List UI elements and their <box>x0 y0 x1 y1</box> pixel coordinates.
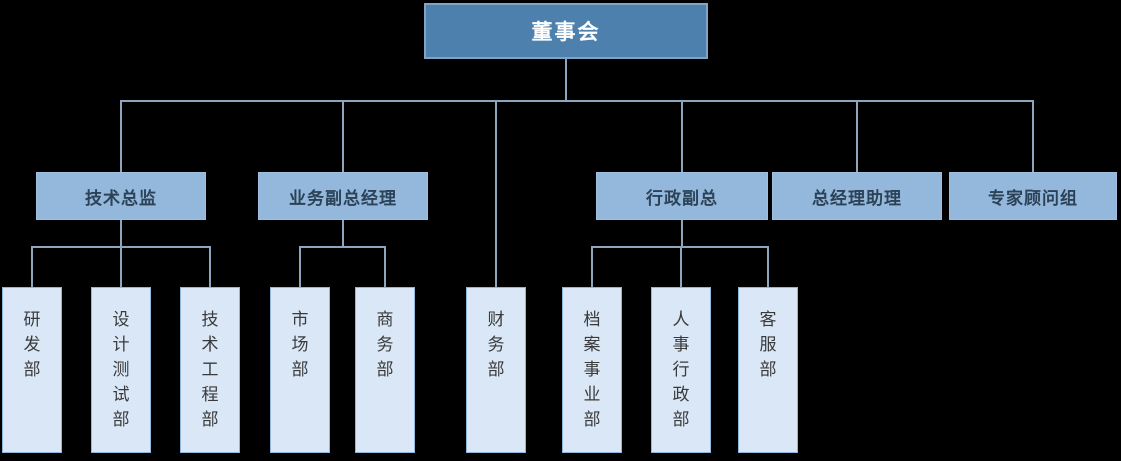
connector-g3-stem <box>681 220 683 248</box>
connector-g2-drop2 <box>384 246 386 287</box>
connector-g1-drop1 <box>31 246 33 287</box>
org-node-customer-service-dept[interactable]: 客服部 <box>738 287 798 453</box>
org-node-tech-engineering-dept-label: 技术工程部 <box>201 310 219 430</box>
org-node-design-test-dept-label: 设计测试部 <box>112 310 130 430</box>
org-node-commerce-dept-label: 商务部 <box>376 310 394 380</box>
org-node-business-deputy-gm-label: 业务副总经理 <box>289 188 397 209</box>
org-node-archives-dept-label: 档案事业部 <box>583 310 601 430</box>
org-node-market-dept-label: 市场部 <box>291 310 309 380</box>
org-node-customer-service-dept-label: 客服部 <box>759 310 777 380</box>
org-node-board-label: 董事会 <box>531 20 601 44</box>
org-node-business-deputy-gm[interactable]: 业务副总经理 <box>258 172 428 220</box>
org-node-rnd-dept[interactable]: 研发部 <box>2 287 62 453</box>
connector-g2-rail <box>299 246 386 248</box>
connector-g3-drop1 <box>591 246 593 287</box>
org-node-design-test-dept[interactable]: 设计测试部 <box>91 287 151 453</box>
connector-g2-drop1 <box>299 246 301 287</box>
connector-drop-tech <box>120 100 122 172</box>
connector-g1-stem <box>120 220 122 248</box>
org-node-archives-dept[interactable]: 档案事业部 <box>562 287 622 453</box>
connector-g1-drop3 <box>209 246 211 287</box>
org-node-gm-assistant-label: 总经理助理 <box>812 188 902 209</box>
org-node-market-dept[interactable]: 市场部 <box>270 287 330 453</box>
org-node-hr-admin-dept[interactable]: 人事行政部 <box>651 287 711 453</box>
connector-drop-finance <box>495 100 497 287</box>
org-node-rnd-dept-label: 研发部 <box>23 310 41 380</box>
org-node-board[interactable]: 董事会 <box>424 3 708 59</box>
org-node-hr-admin-dept-label: 人事行政部 <box>672 310 690 430</box>
org-node-tech-director-label: 技术总监 <box>85 188 157 209</box>
org-node-tech-director[interactable]: 技术总监 <box>36 172 206 220</box>
connector-drop-admin <box>681 100 683 172</box>
connector-root-drop <box>565 59 567 100</box>
connector-drop-expert <box>1032 100 1034 172</box>
connector-g3-drop2 <box>680 246 682 287</box>
org-node-finance-dept[interactable]: 财务部 <box>466 287 526 453</box>
connector-main-rail <box>120 100 1034 102</box>
org-node-finance-dept-label: 财务部 <box>487 310 505 380</box>
connector-drop-business <box>342 100 344 172</box>
org-node-commerce-dept[interactable]: 商务部 <box>355 287 415 453</box>
org-node-gm-assistant[interactable]: 总经理助理 <box>772 172 942 220</box>
connector-g3-drop3 <box>767 246 769 287</box>
org-node-tech-engineering-dept[interactable]: 技术工程部 <box>180 287 240 453</box>
org-node-expert-advisors-label: 专家顾问组 <box>988 188 1078 209</box>
org-node-expert-advisors[interactable]: 专家顾问组 <box>949 172 1117 220</box>
org-node-admin-deputy[interactable]: 行政副总 <box>596 172 768 220</box>
connector-g2-stem <box>342 220 344 248</box>
org-node-admin-deputy-label: 行政副总 <box>646 188 718 209</box>
connector-drop-assistant <box>856 100 858 172</box>
connector-g1-drop2 <box>120 246 122 287</box>
